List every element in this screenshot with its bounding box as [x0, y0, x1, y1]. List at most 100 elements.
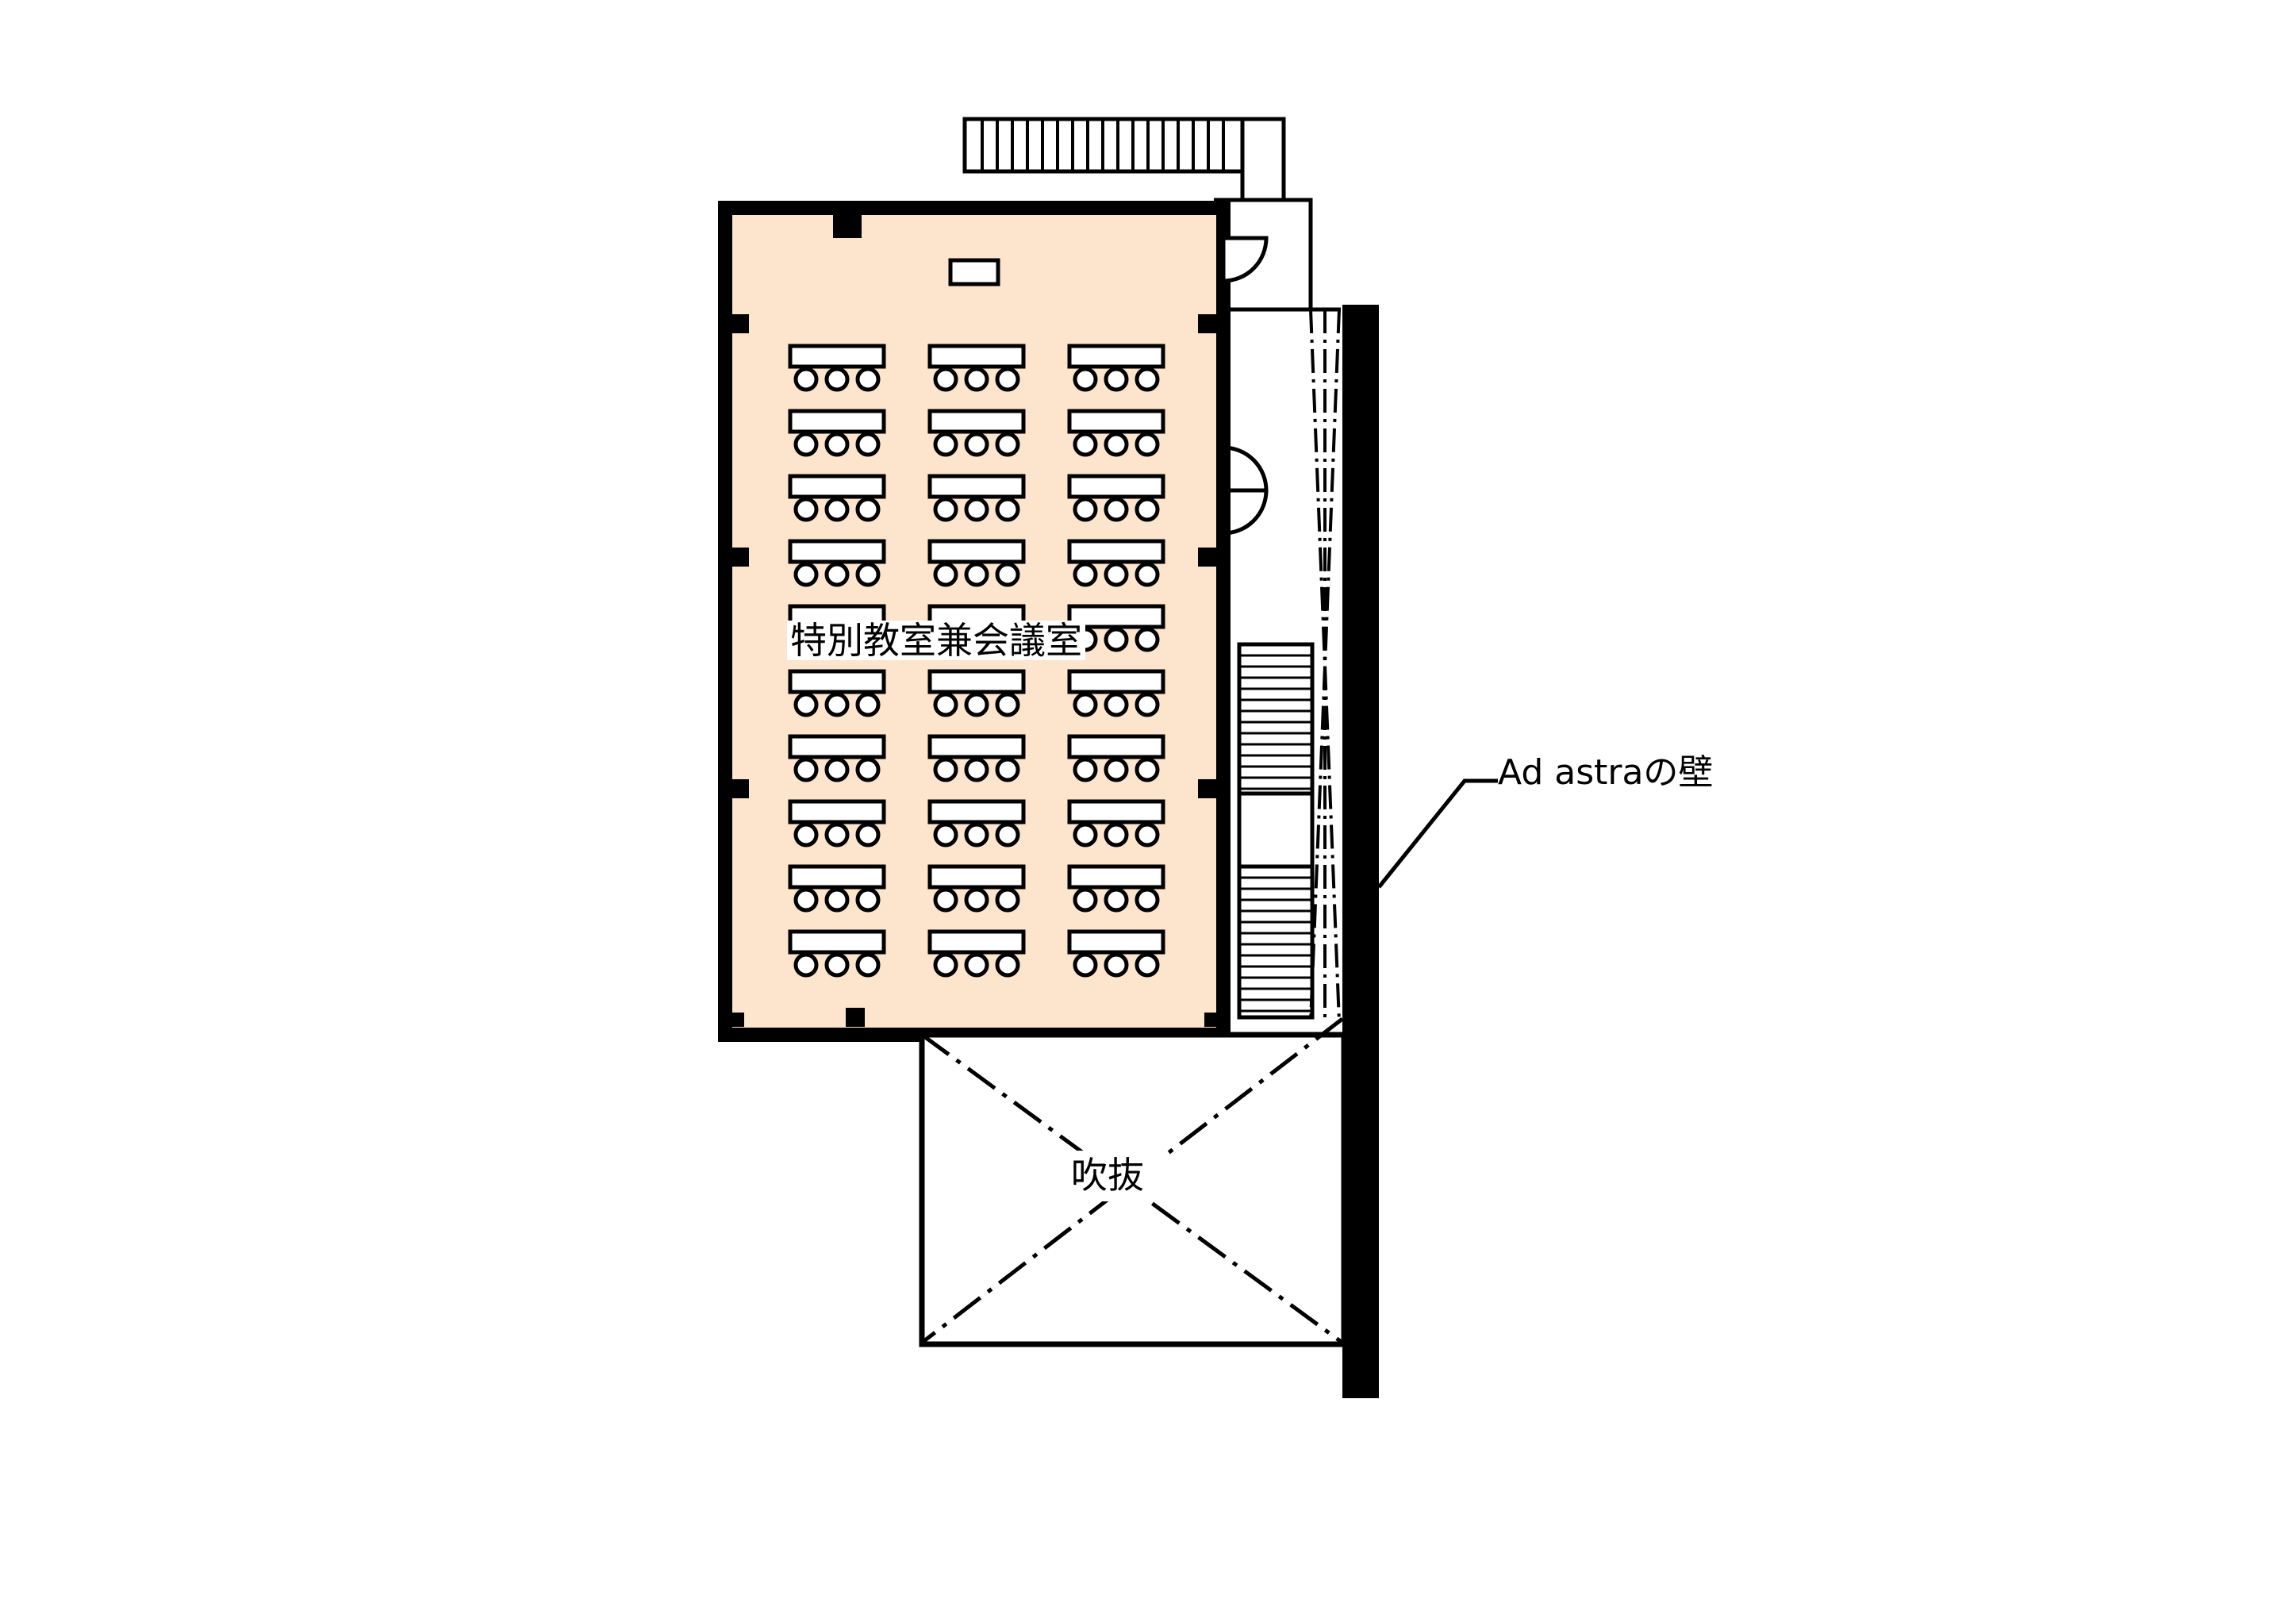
- desk-set: [1067, 734, 1165, 782]
- structural-column: [730, 548, 749, 567]
- desk-set: [788, 929, 886, 978]
- desk: [927, 734, 1026, 759]
- chair: [855, 497, 881, 522]
- chair: [793, 887, 819, 913]
- chair: [1073, 887, 1098, 913]
- desk-set: [927, 734, 1026, 782]
- chair: [995, 887, 1020, 913]
- desk-set: [1067, 539, 1165, 587]
- corridor-stair-lower: [1237, 864, 1315, 1020]
- chair: [1135, 822, 1160, 847]
- chair: [1135, 692, 1160, 717]
- desk-grid: [788, 344, 1165, 978]
- room-label: 特別教室兼会議室: [787, 621, 1085, 660]
- chair: [793, 952, 819, 978]
- chair: [1135, 497, 1160, 522]
- chair: [824, 952, 850, 978]
- chair: [855, 692, 881, 717]
- desk: [788, 344, 886, 369]
- chair: [824, 562, 850, 587]
- chair: [933, 562, 958, 587]
- chair: [1135, 887, 1160, 913]
- chair: [1104, 822, 1129, 847]
- chair: [1135, 627, 1160, 652]
- chair: [1073, 432, 1098, 457]
- chair: [933, 497, 958, 522]
- stair-landing: [1240, 117, 1286, 202]
- corridor-opening-marks: [1309, 309, 1341, 1023]
- desk: [1067, 734, 1165, 759]
- corridor-stair-landing: [1237, 791, 1315, 869]
- desk: [927, 344, 1026, 369]
- desk-set: [927, 474, 1026, 522]
- desk-set: [1067, 344, 1165, 392]
- chair: [933, 887, 958, 913]
- structural-column: [730, 314, 749, 333]
- chair: [824, 692, 850, 717]
- desk: [788, 669, 886, 694]
- door-double-leaf-b: [1223, 488, 1269, 536]
- desk-set: [927, 799, 1026, 847]
- chair: [995, 757, 1020, 782]
- desk-set: [927, 929, 1026, 978]
- chair: [824, 497, 850, 522]
- door-upper-swing: [1221, 236, 1269, 283]
- desk: [1067, 929, 1165, 955]
- desk: [788, 474, 886, 499]
- chair: [1104, 692, 1129, 717]
- top-staircase: [962, 117, 1248, 174]
- chair: [964, 497, 989, 522]
- chair: [1073, 562, 1098, 587]
- chair: [855, 887, 881, 913]
- void-area: [919, 1017, 1347, 1347]
- chair: [964, 952, 989, 978]
- chair: [824, 367, 850, 392]
- chair: [1104, 497, 1129, 522]
- chair: [793, 822, 819, 847]
- chair: [964, 757, 989, 782]
- desk-set: [927, 539, 1026, 587]
- desk: [1067, 474, 1165, 499]
- chair: [793, 367, 819, 392]
- desk: [1067, 799, 1165, 824]
- chair: [855, 432, 881, 457]
- chair: [824, 822, 850, 847]
- desk-set: [788, 799, 886, 847]
- desk-set: [927, 409, 1026, 457]
- chair: [793, 562, 819, 587]
- chair: [995, 497, 1020, 522]
- chair: [1104, 887, 1129, 913]
- structural-column: [1198, 548, 1217, 567]
- desk: [788, 929, 886, 955]
- ad-astra-wall: [1342, 305, 1379, 1398]
- corridor-stair-upper: [1237, 642, 1315, 796]
- chair: [793, 497, 819, 522]
- chair: [1073, 822, 1098, 847]
- top-stair-treads: [981, 119, 1225, 171]
- desk: [927, 409, 1026, 434]
- chair: [995, 562, 1020, 587]
- chair: [995, 367, 1020, 392]
- chair: [933, 432, 958, 457]
- room-columns: [730, 214, 1219, 1027]
- chair: [1073, 497, 1098, 522]
- void-label: 吹抜: [1071, 1154, 1144, 1197]
- chair: [855, 952, 881, 978]
- chair: [1104, 627, 1129, 652]
- chair: [1135, 367, 1160, 392]
- chair: [964, 432, 989, 457]
- structural-column: [846, 1008, 865, 1027]
- projector-screen: [948, 258, 1000, 286]
- desk-set: [1067, 474, 1165, 522]
- chair: [1104, 757, 1129, 782]
- chair: [1135, 952, 1160, 978]
- desk-set: [788, 669, 886, 717]
- desk: [927, 539, 1026, 564]
- desk: [927, 864, 1026, 890]
- chair: [1104, 562, 1129, 587]
- desk: [788, 539, 886, 564]
- desk-set: [927, 344, 1026, 392]
- desk: [788, 409, 886, 434]
- chair: [1104, 952, 1129, 978]
